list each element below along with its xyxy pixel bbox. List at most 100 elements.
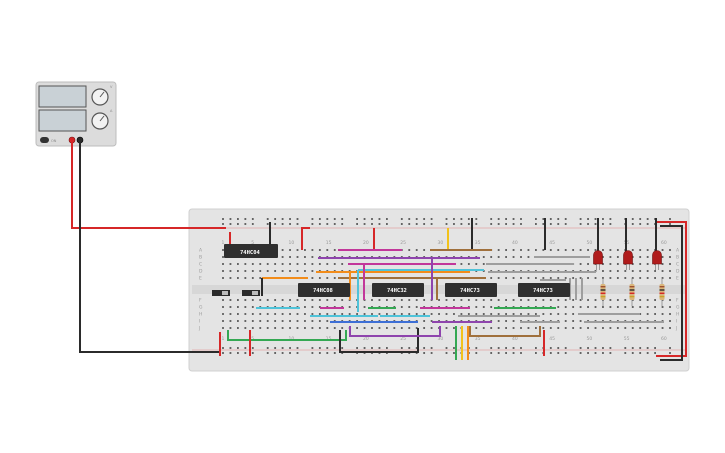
breadboard-hole[interactable] — [229, 327, 232, 329]
breadboard-hole[interactable] — [542, 223, 545, 225]
breadboard-hole[interactable] — [535, 347, 537, 349]
breadboard-hole[interactable] — [237, 270, 239, 272]
breadboard-hole[interactable] — [594, 249, 597, 251]
breadboard-hole[interactable] — [654, 270, 656, 272]
breadboard-hole[interactable] — [244, 352, 247, 354]
breadboard-hole[interactable] — [341, 299, 344, 301]
breadboard-hole[interactable] — [520, 249, 522, 251]
breadboard-hole[interactable] — [415, 313, 418, 315]
breadboard-hole[interactable] — [296, 299, 299, 301]
breadboard-hole[interactable] — [423, 327, 426, 329]
breadboard-hole[interactable] — [266, 327, 269, 329]
breadboard-hole[interactable] — [386, 313, 388, 315]
breadboard-hole[interactable] — [296, 270, 299, 272]
breadboard-hole[interactable] — [520, 313, 522, 315]
led[interactable] — [593, 250, 603, 271]
breadboard-hole[interactable] — [363, 306, 366, 308]
breadboard-hole[interactable] — [542, 277, 545, 279]
breadboard-hole[interactable] — [445, 313, 448, 315]
breadboard-hole[interactable] — [475, 352, 478, 354]
breadboard-hole[interactable] — [222, 313, 224, 315]
breadboard-hole[interactable] — [669, 218, 671, 220]
breadboard-hole[interactable] — [497, 313, 500, 315]
breadboard-hole[interactable] — [251, 277, 254, 279]
breadboard-hole[interactable] — [579, 218, 582, 220]
breadboard-hole[interactable] — [222, 320, 224, 322]
breadboard-hole[interactable] — [289, 299, 291, 301]
breadboard-hole[interactable] — [326, 320, 329, 322]
breadboard-hole[interactable] — [639, 352, 642, 354]
breadboard-hole[interactable] — [393, 313, 396, 315]
breadboard-hole[interactable] — [624, 327, 627, 329]
breadboard-hole[interactable] — [609, 299, 612, 301]
breadboard-hole[interactable] — [341, 313, 344, 315]
breadboard-hole[interactable] — [311, 223, 314, 225]
breadboard-hole[interactable] — [259, 270, 262, 272]
breadboard-hole[interactable] — [438, 299, 440, 301]
breadboard-hole[interactable] — [587, 347, 589, 349]
breadboard-hole[interactable] — [609, 256, 612, 258]
breadboard-hole[interactable] — [467, 218, 470, 220]
breadboard-hole[interactable] — [363, 223, 366, 225]
breadboard-hole[interactable] — [609, 327, 612, 329]
breadboard-hole[interactable] — [661, 270, 664, 272]
breadboard-hole[interactable] — [579, 223, 582, 225]
breadboard-hole[interactable] — [430, 320, 433, 322]
breadboard-hole[interactable] — [549, 347, 552, 349]
breadboard-hole[interactable] — [616, 270, 619, 272]
breadboard-hole[interactable] — [326, 277, 329, 279]
led[interactable] — [652, 250, 662, 271]
breadboard-hole[interactable] — [542, 327, 545, 329]
breadboard-hole[interactable] — [244, 270, 247, 272]
breadboard-hole[interactable] — [363, 327, 366, 329]
breadboard-hole[interactable] — [415, 327, 418, 329]
breadboard-hole[interactable] — [237, 347, 239, 349]
breadboard-hole[interactable] — [646, 256, 649, 258]
breadboard-hole[interactable] — [654, 313, 656, 315]
breadboard-hole[interactable] — [266, 347, 269, 349]
breadboard-hole[interactable] — [296, 256, 299, 258]
breadboard-hole[interactable] — [296, 347, 299, 349]
breadboard-hole[interactable] — [602, 218, 604, 220]
breadboard-hole[interactable] — [378, 218, 381, 220]
breadboard-hole[interactable] — [237, 263, 239, 265]
breadboard-hole[interactable] — [669, 313, 671, 315]
breadboard-hole[interactable] — [453, 218, 455, 220]
breadboard-hole[interactable] — [222, 352, 224, 354]
breadboard-hole[interactable] — [289, 320, 291, 322]
breadboard-hole[interactable] — [296, 263, 299, 265]
breadboard-hole[interactable] — [237, 277, 239, 279]
breadboard-hole[interactable] — [259, 327, 262, 329]
breadboard-hole[interactable] — [616, 249, 619, 251]
breadboard-hole[interactable] — [266, 352, 269, 354]
breadboard-hole[interactable] — [453, 313, 455, 315]
breadboard-hole[interactable] — [289, 313, 291, 315]
breadboard-hole[interactable] — [512, 347, 515, 349]
breadboard-hole[interactable] — [415, 249, 418, 251]
breadboard-hole[interactable] — [400, 218, 403, 220]
breadboard-hole[interactable] — [572, 320, 575, 322]
breadboard-hole[interactable] — [654, 327, 656, 329]
breadboard-hole[interactable] — [423, 299, 426, 301]
breadboard-hole[interactable] — [222, 277, 224, 279]
breadboard-hole[interactable] — [311, 270, 314, 272]
breadboard-hole[interactable] — [356, 218, 358, 220]
breadboard-hole[interactable] — [326, 327, 329, 329]
breadboard-hole[interactable] — [304, 299, 306, 301]
breadboard-hole[interactable] — [415, 218, 418, 220]
breadboard-hole[interactable] — [669, 223, 671, 225]
resistor[interactable] — [659, 278, 665, 306]
breadboard-hole[interactable] — [482, 256, 485, 258]
breadboard-hole[interactable] — [304, 270, 306, 272]
breadboard-hole[interactable] — [661, 277, 664, 279]
breadboard-hole[interactable] — [557, 299, 560, 301]
breadboard-hole[interactable] — [311, 347, 314, 349]
breadboard-hole[interactable] — [296, 249, 299, 251]
breadboard-hole[interactable] — [512, 256, 515, 258]
breadboard-hole[interactable] — [646, 263, 649, 265]
breadboard-hole[interactable] — [423, 313, 426, 315]
breadboard-hole[interactable] — [400, 313, 403, 315]
breadboard-hole[interactable] — [602, 347, 604, 349]
breadboard-hole[interactable] — [237, 299, 239, 301]
breadboard-hole[interactable] — [386, 218, 388, 220]
